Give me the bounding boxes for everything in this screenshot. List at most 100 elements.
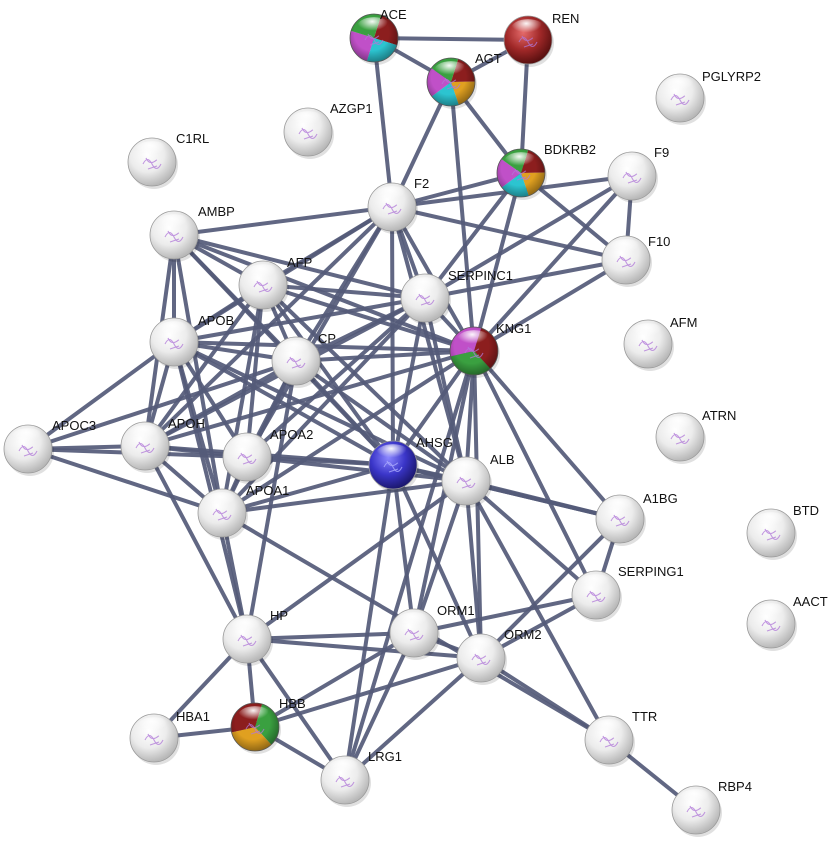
node-ambp[interactable]: AMBP bbox=[149, 204, 235, 262]
node-apoc3[interactable]: APOC3 bbox=[3, 418, 96, 476]
edge-afp-serpinc1 bbox=[261, 283, 427, 300]
edge-serpinc1-apoa2 bbox=[245, 296, 427, 459]
node-lrg1[interactable]: LRG1 bbox=[320, 749, 402, 807]
edge-apob-hp bbox=[172, 340, 249, 641]
node-label-f10: F10 bbox=[648, 234, 670, 249]
node-label-ren: REN bbox=[552, 11, 579, 26]
node-label-ace: ACE bbox=[380, 7, 407, 22]
edge-orm2-lrg1 bbox=[343, 656, 483, 782]
node-label-f9: F9 bbox=[654, 145, 669, 160]
edge-alb-hp bbox=[245, 479, 468, 641]
node-apoa2[interactable]: APOA2 bbox=[222, 427, 313, 484]
node-f2[interactable]: F2 bbox=[367, 176, 429, 234]
edge-serping1-orm1 bbox=[412, 593, 598, 635]
edge-apoa2-alb bbox=[245, 455, 468, 483]
node-label-c1rl: C1RL bbox=[176, 131, 209, 146]
node-apoa1[interactable]: APOA1 bbox=[197, 483, 289, 540]
node-label-f2: F2 bbox=[414, 176, 429, 191]
edge-f10-serpinc1 bbox=[423, 258, 628, 300]
node-atrn[interactable]: ATRN bbox=[655, 408, 736, 464]
node-label-bdkrb2: BDKRB2 bbox=[544, 142, 596, 157]
node-label-orm2: ORM2 bbox=[504, 627, 542, 642]
node-agt[interactable]: AGT bbox=[426, 51, 502, 109]
node-btd[interactable]: BTD bbox=[746, 503, 819, 560]
edge-orm1-lrg1 bbox=[343, 631, 416, 782]
node-label-serping1: SERPING1 bbox=[618, 564, 684, 579]
node-label-lrg1: LRG1 bbox=[368, 749, 402, 764]
node-label-azgp1: AZGP1 bbox=[330, 101, 373, 116]
edge-orm2-hbb bbox=[253, 656, 483, 729]
edge-kng1-a1bg bbox=[472, 349, 622, 521]
edge-f2-ambp bbox=[172, 205, 394, 237]
edge-cp-alb bbox=[294, 359, 468, 483]
node-rbp4[interactable]: RBP4 bbox=[671, 779, 752, 837]
edge-apoc3-cp bbox=[26, 359, 298, 451]
edge-alb-orm2 bbox=[464, 479, 483, 660]
node-azgp1[interactable]: AZGP1 bbox=[283, 101, 373, 159]
edge-bdkrb2-kng1 bbox=[472, 171, 523, 353]
node-bdkrb2[interactable]: BDKRB2 bbox=[496, 142, 596, 200]
edge-kng1-apoh bbox=[143, 349, 476, 448]
edge-kng1-apoa1 bbox=[220, 349, 476, 515]
node-label-hba1: HBA1 bbox=[176, 709, 210, 724]
edge-alb-serping1 bbox=[464, 479, 598, 597]
node-hba1[interactable]: HBA1 bbox=[129, 709, 210, 765]
node-label-orm1: ORM1 bbox=[437, 603, 475, 618]
node-ahsg[interactable]: AHSG bbox=[368, 435, 453, 492]
node-apob[interactable]: APOB bbox=[149, 313, 234, 369]
edge-f10-kng1 bbox=[472, 258, 628, 353]
node-hbb[interactable]: HBB bbox=[230, 696, 306, 754]
node-label-ttr: TTR bbox=[632, 709, 657, 724]
node-afp[interactable]: AFP bbox=[238, 255, 312, 312]
node-f10[interactable]: F10 bbox=[601, 234, 670, 287]
node-label-apoc3: APOC3 bbox=[52, 418, 96, 433]
node-label-a1bg: A1BG bbox=[643, 491, 678, 506]
edge-apoh-hp bbox=[143, 444, 249, 641]
node-ttr[interactable]: TTR bbox=[584, 709, 657, 767]
edge-ahsg-apoa1 bbox=[220, 463, 395, 515]
edge-afp-kng1 bbox=[261, 283, 476, 353]
node-apoh[interactable]: APOH bbox=[120, 416, 205, 473]
edge-alb-apoa1 bbox=[220, 479, 468, 515]
edge-afp-apoh bbox=[143, 283, 265, 448]
node-a1bg[interactable]: A1BG bbox=[595, 491, 678, 546]
node-ace[interactable]: ACE bbox=[349, 7, 407, 65]
node-f9[interactable]: F9 bbox=[607, 145, 669, 203]
node-alb[interactable]: ALB bbox=[441, 452, 515, 508]
node-orm2[interactable]: ORM2 bbox=[456, 627, 542, 685]
node-label-hp: HP bbox=[270, 608, 288, 623]
node-afm[interactable]: AFM bbox=[623, 315, 697, 371]
node-label-ambp: AMBP bbox=[198, 204, 235, 219]
edge-hp-lrg1 bbox=[245, 637, 347, 782]
node-label-alb: ALB bbox=[490, 452, 515, 467]
node-serpinc1[interactable]: SERPINC1 bbox=[400, 268, 513, 325]
node-label-atrn: ATRN bbox=[702, 408, 736, 423]
node-c1rl[interactable]: C1RL bbox=[127, 131, 209, 189]
node-label-agt: AGT bbox=[475, 51, 502, 66]
node-serping1[interactable]: SERPING1 bbox=[571, 564, 684, 622]
edge-serpinc1-ahsg bbox=[391, 296, 427, 467]
node-cp[interactable]: CP bbox=[271, 331, 336, 388]
edge-hp-orm1 bbox=[245, 631, 416, 641]
node-kng1[interactable]: KNG1 bbox=[449, 321, 531, 378]
node-pglyrp2[interactable]: PGLYRP2 bbox=[655, 69, 761, 125]
node-hp[interactable]: HP bbox=[222, 608, 288, 666]
node-label-aact: AACT bbox=[793, 594, 828, 609]
node-label-hbb: HBB bbox=[279, 696, 306, 711]
edge-hp-orm2 bbox=[245, 637, 483, 660]
node-label-ahsg: AHSG bbox=[416, 435, 453, 450]
node-label-afp: AFP bbox=[287, 255, 312, 270]
node-aact[interactable]: AACT bbox=[746, 594, 828, 651]
node-orm1[interactable]: ORM1 bbox=[389, 603, 475, 660]
edge-afp-apoa2 bbox=[245, 283, 265, 459]
node-label-serpinc1: SERPINC1 bbox=[448, 268, 513, 283]
node-ren[interactable]: REN bbox=[503, 11, 579, 67]
edge-kng1-serping1 bbox=[472, 349, 598, 597]
node-label-apoh: APOH bbox=[168, 416, 205, 431]
node-label-btd: BTD bbox=[793, 503, 819, 518]
edge-ahsg-lrg1 bbox=[343, 463, 395, 782]
edge-a1bg-orm2 bbox=[479, 517, 622, 660]
edge-f2-ahsg bbox=[390, 205, 395, 467]
